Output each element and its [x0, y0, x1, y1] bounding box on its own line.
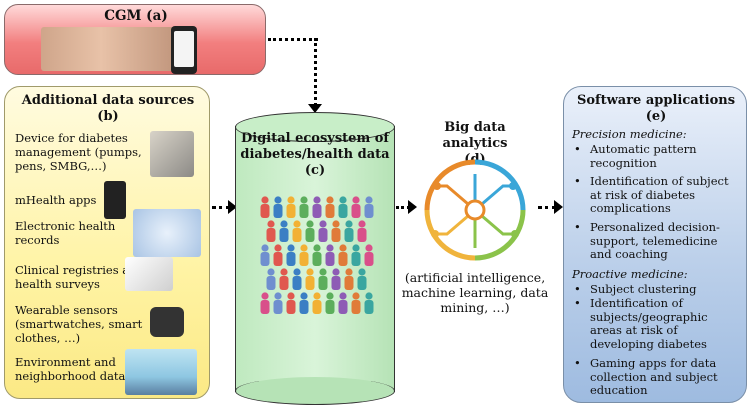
people-crowd-image	[260, 196, 374, 314]
software-box: Software applications (e) Precision medi…	[563, 86, 747, 403]
software-title: Software applications	[576, 93, 736, 108]
cgm-phone-image	[171, 26, 197, 74]
arrow-analytics-right	[538, 206, 556, 209]
proactive-heading: Proactive medicine:	[572, 267, 688, 281]
cgm-title: CGM (a)	[104, 8, 168, 24]
analytics-title-text: Big data analytics	[442, 120, 508, 151]
source-item-wearables: Wearable sensors (smartwatches, smart cl…	[15, 303, 143, 345]
cgm-sensor-image	[41, 27, 191, 71]
arrow-sources-right	[212, 206, 230, 209]
arrow-head-right-icon	[554, 200, 563, 214]
ecosystem-title: Digital ecosystem of diabetes/health dat…	[235, 131, 395, 179]
precision-heading: Precision medicine:	[572, 127, 687, 141]
cgm-box: CGM (a)	[4, 4, 266, 75]
proactive-item: •Subject clustering	[574, 282, 697, 296]
ecosystem-label: (c)	[304, 163, 326, 178]
additional-sources-box: Additional data sources (b) Device for d…	[4, 86, 210, 399]
insulin-device-image	[150, 131, 194, 177]
smartwatch-image	[150, 307, 184, 337]
city-image	[125, 349, 197, 395]
arrow-head-down-icon	[308, 104, 322, 113]
arrow-head-right-icon	[228, 200, 237, 214]
sources-title: Additional data sources	[21, 93, 195, 108]
precision-item: •Personalized decision-support, telemedi…	[574, 220, 720, 261]
source-item-device: Device for diabetes management (pumps, p…	[15, 131, 142, 173]
precision-item: •Identification of subject at risk of di…	[574, 174, 729, 215]
ecosystem-title-text: Digital ecosystem of diabetes/health dat…	[240, 131, 390, 162]
ecosystem-cylinder-top	[235, 112, 395, 142]
arrow-ecosystem-right	[396, 206, 410, 209]
source-item-mhealth: mHealth apps	[15, 193, 97, 207]
source-item-registries: Clinical registries and health surveys	[15, 263, 144, 291]
gear-brain-icon	[424, 159, 526, 261]
sources-label: (b)	[97, 109, 119, 124]
precision-item: •Automatic pattern recognition	[574, 142, 697, 170]
phone-app-image	[104, 181, 126, 219]
software-label: (e)	[645, 109, 667, 124]
arrow-cgm-down	[314, 38, 317, 106]
survey-clipboard-image	[125, 257, 173, 291]
source-item-environment: Environment and neighborhood data	[15, 355, 126, 383]
ecosystem-cylinder-bottom	[235, 377, 395, 405]
proactive-item: •Identification of subjects/geographic a…	[574, 296, 708, 351]
source-item-ehr: Electronic health records	[15, 219, 116, 247]
ehr-network-image	[133, 209, 201, 257]
proactive-item: •Gaming apps for data collection and sub…	[574, 356, 718, 397]
arrow-cgm-right	[268, 38, 318, 41]
arrow-head-right-icon	[408, 200, 417, 214]
analytics-subtitle: (artificial intelligence, machine learni…	[401, 270, 549, 315]
